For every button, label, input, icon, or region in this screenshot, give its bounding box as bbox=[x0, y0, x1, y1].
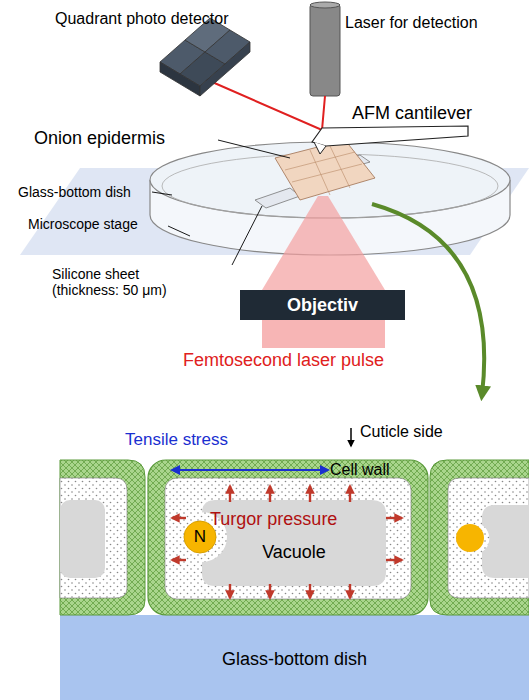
part-label: Glass-bottom dish bbox=[18, 184, 131, 200]
part-label: Onion epidermis bbox=[34, 128, 165, 149]
part-label: Microscope stage bbox=[28, 216, 138, 232]
part-label: Laser for detection bbox=[345, 14, 478, 32]
beam-label: Femtosecond laser pulse bbox=[183, 350, 384, 371]
part-label: AFM cantilever bbox=[352, 103, 472, 124]
glass-dish-band: Glass-bottom dish bbox=[60, 615, 529, 700]
side-label: Cuticle side bbox=[360, 423, 443, 441]
stress-label: Tensile stress bbox=[125, 430, 228, 450]
pressure-label: Turgor pressure bbox=[210, 509, 337, 530]
objective-box: Objectiv bbox=[240, 290, 405, 320]
part-label: Silicone sheet (thickness: 50 μm) bbox=[52, 266, 202, 298]
node-text: Glass-bottom dish bbox=[60, 649, 529, 670]
node-text: Objectiv bbox=[240, 295, 405, 316]
cell: Cell wallVacuoleN bbox=[148, 460, 428, 615]
node-text: Cell wall bbox=[330, 461, 390, 479]
node-text: Vacuole bbox=[202, 542, 386, 563]
part-label: Quadrant photo detector bbox=[55, 10, 228, 28]
node-text: N bbox=[184, 527, 216, 547]
